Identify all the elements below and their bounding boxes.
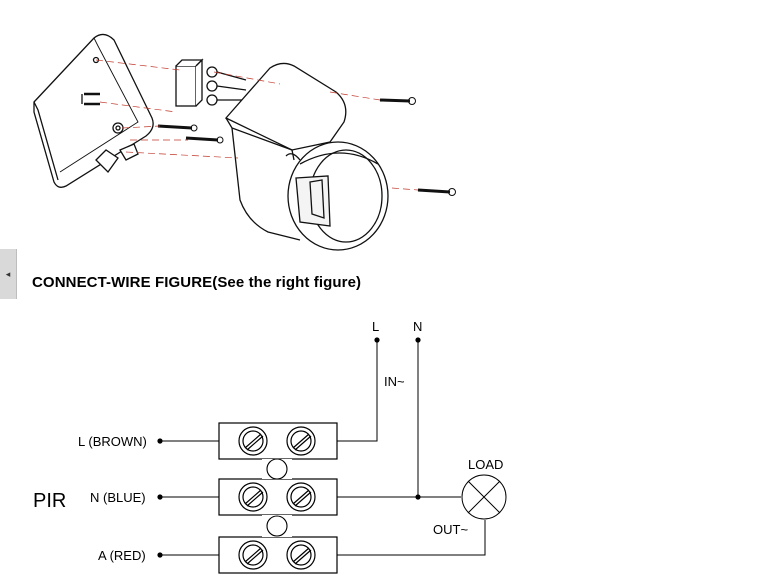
collapse-side-tab[interactable]: ◂ [0, 249, 17, 299]
load-lamp-icon [461, 474, 507, 520]
wall-bracket [33, 33, 154, 188]
terminal-dot [157, 494, 163, 500]
terminal-row-blue: N (BLUE) [90, 478, 338, 516]
terminal-row-red: A (RED) [98, 536, 338, 574]
terminal-label: A (RED) [98, 548, 146, 563]
assembly-guides [95, 59, 419, 191]
wires [160, 340, 486, 556]
terminal-strip [218, 478, 338, 516]
neutral-label: N [413, 319, 422, 334]
terminal-strip [218, 536, 338, 574]
pir-sensor-label: PIR [33, 490, 66, 512]
terminal-label: N (BLUE) [90, 490, 146, 505]
wiring-schematic: L N IN~ LOAD OUT~ PIR L (BROWN) [33, 319, 507, 574]
terminal-block [175, 58, 247, 107]
sensor-body [224, 62, 389, 251]
terminal-label: L (BROWN) [78, 434, 147, 449]
input-label: IN~ [384, 374, 405, 389]
output-label: OUT~ [433, 522, 468, 537]
line-label: L [372, 319, 379, 334]
terminal-dot [157, 438, 163, 444]
assembly-drawing [33, 33, 456, 251]
terminal-dot [157, 552, 163, 558]
section-heading: CONNECT-WIRE FIGURE(See the right figure… [32, 274, 362, 291]
strip-connectors [262, 458, 292, 537]
load-label: LOAD [468, 457, 503, 472]
junction-dot [415, 494, 421, 500]
screws [157, 97, 456, 196]
terminal-strip [218, 422, 338, 460]
terminal-row-brown: L (BROWN) [78, 422, 338, 460]
caret-left-icon: ◂ [5, 268, 11, 279]
